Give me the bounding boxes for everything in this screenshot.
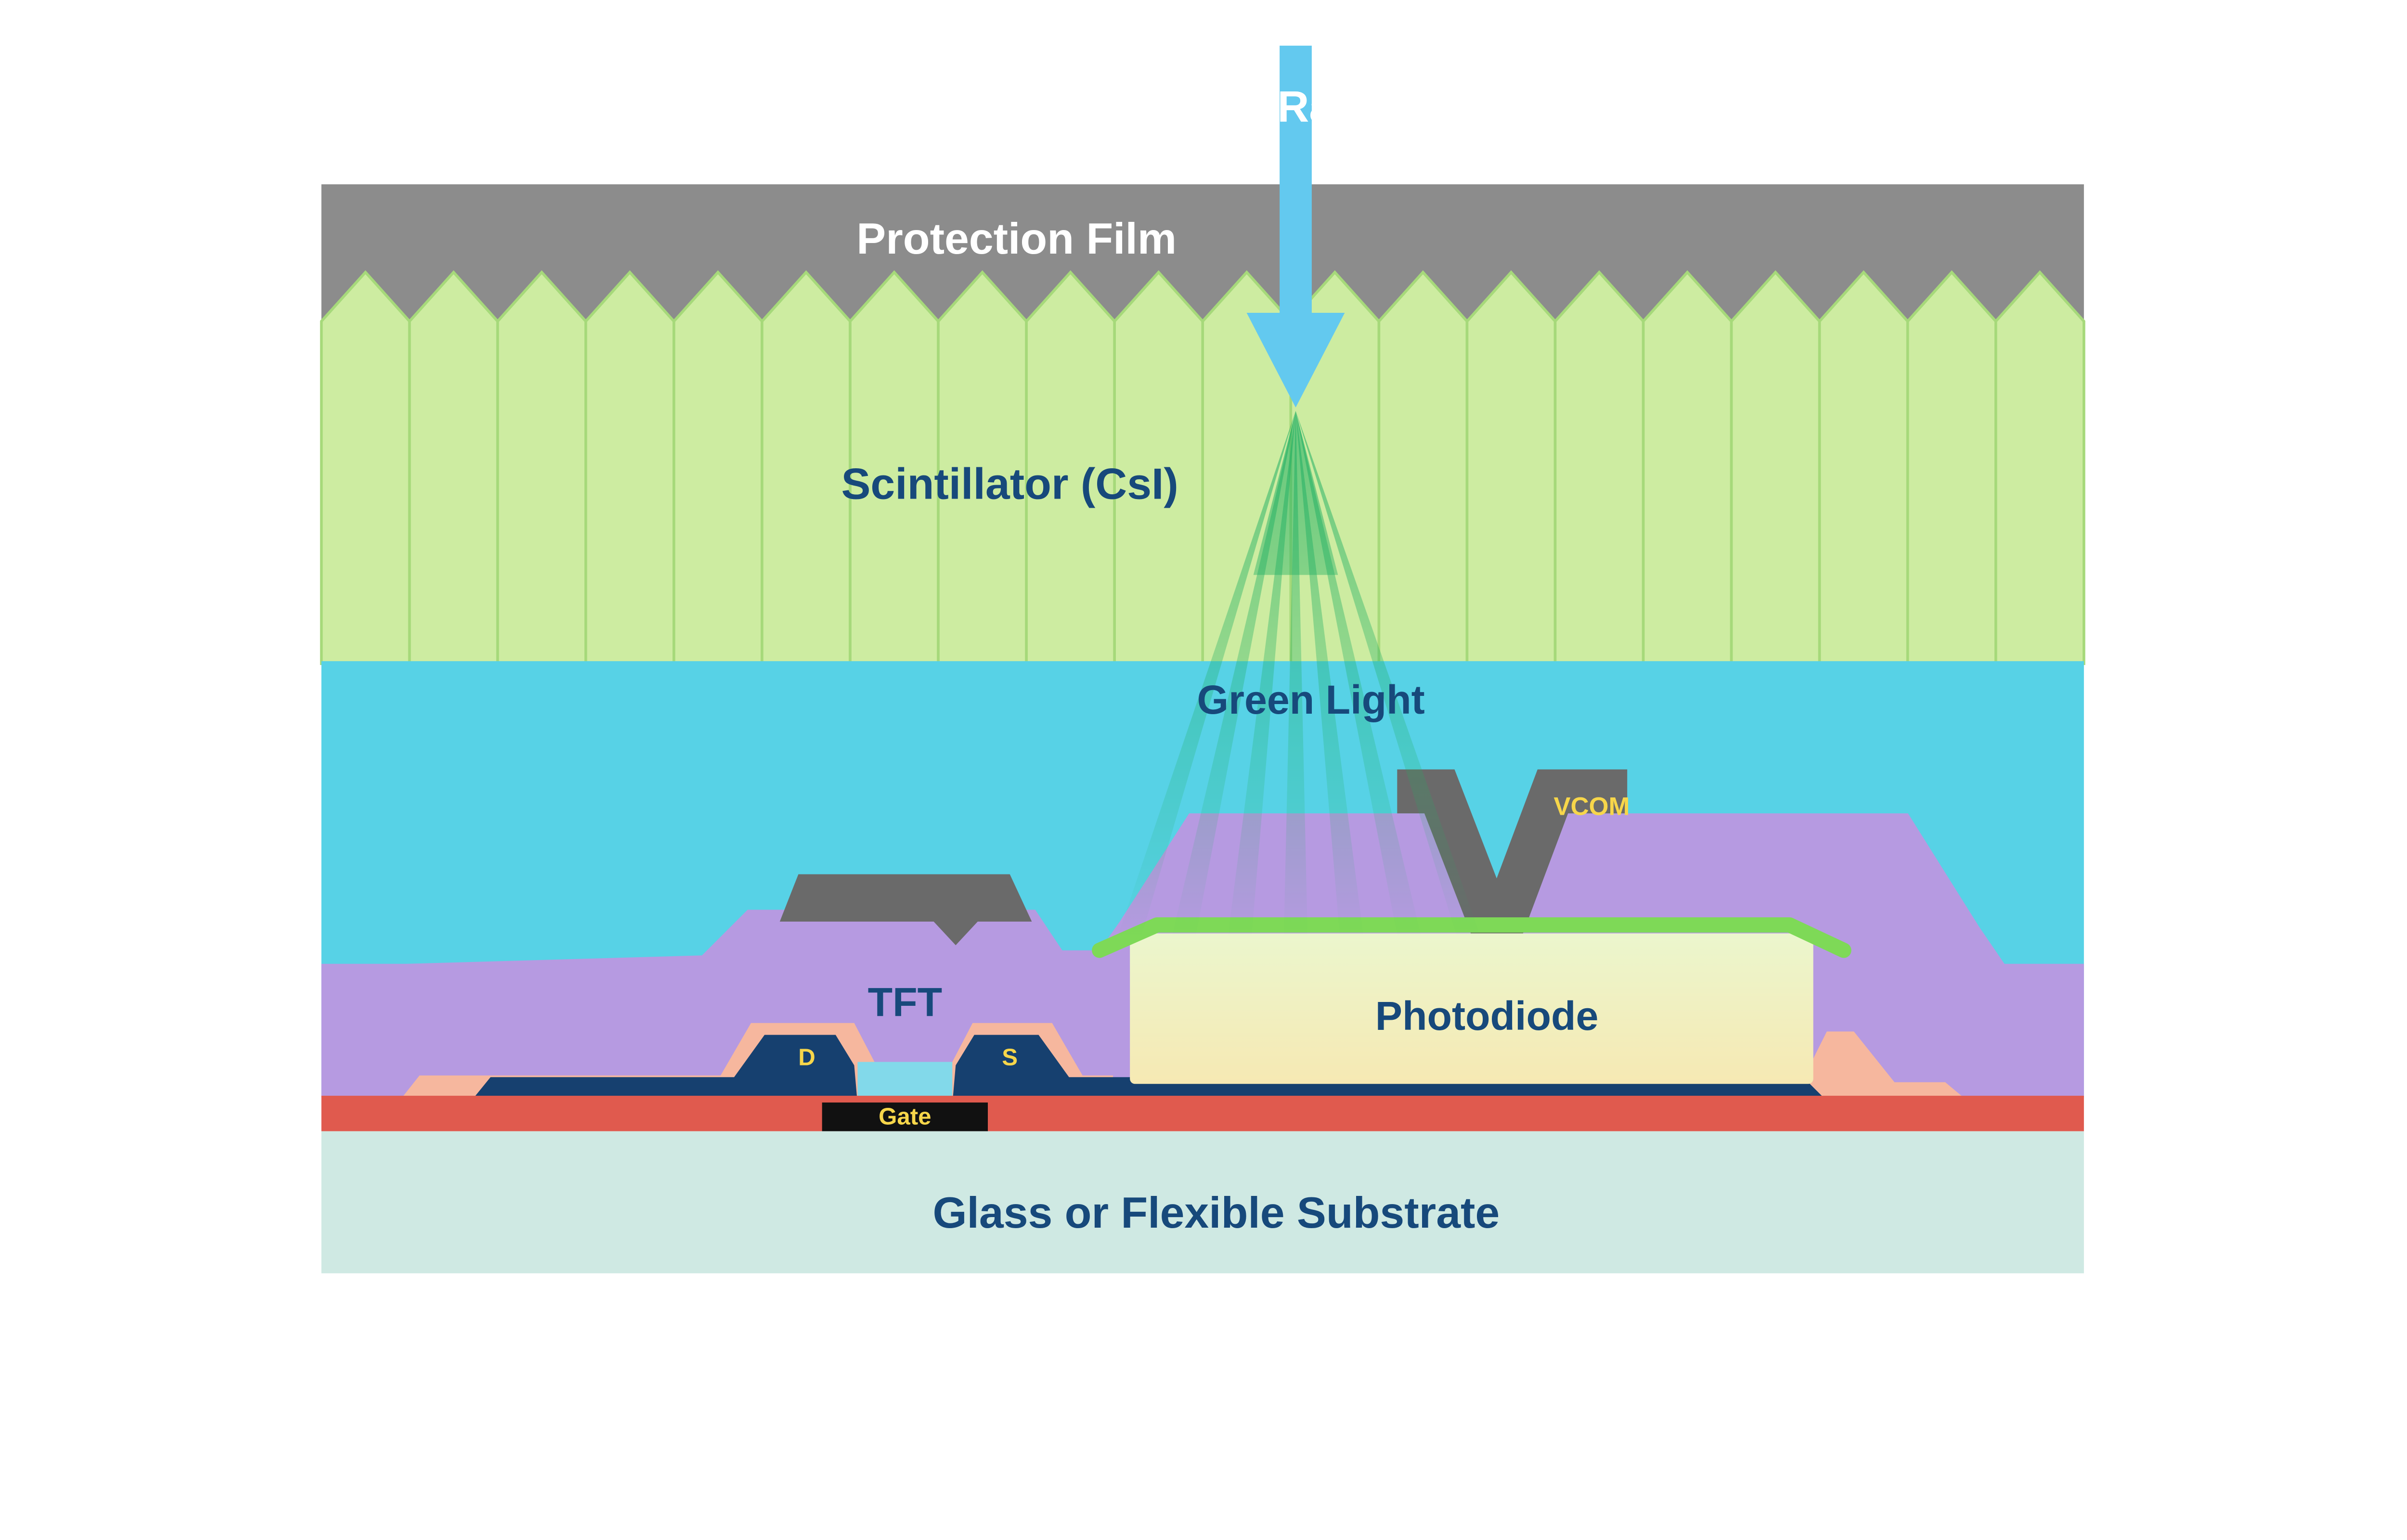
scintillator-column (320, 270, 411, 665)
substrate-layer (321, 1131, 2084, 1273)
protection-film-label: Protection Film (856, 214, 1177, 263)
scintillator-label: Scintillator (CsI) (841, 460, 1178, 509)
green-light-ray (1295, 411, 1480, 936)
diagram-canvas: X-Ray Protection Film Scintillator (CsI)… (320, 45, 2085, 1273)
scintillator-column (584, 270, 675, 665)
scintillator-column (496, 270, 587, 665)
left-electrode (779, 874, 1032, 946)
vcom-label: VCOM (1553, 793, 1630, 821)
xray-detector-cross-section-diagram: X-Ray Protection Film Scintillator (CsI)… (320, 45, 2085, 1273)
green-light-label: Green Light (1197, 677, 1425, 722)
scintillator-column (1377, 270, 1469, 665)
scintillator-column (1465, 270, 1557, 665)
scintillator-column (408, 270, 499, 665)
scintillator-column (1553, 270, 1645, 665)
green-light-rays (1118, 411, 1480, 936)
scintillator-layer (320, 270, 2085, 665)
tft-label: TFT (868, 980, 943, 1025)
photodiode-label: Photodiode (1375, 993, 1599, 1039)
green-light-core (1253, 411, 1338, 575)
drain-label: D (798, 1044, 815, 1071)
drain-metal (468, 1035, 858, 1104)
scintillator-column (1730, 270, 1821, 665)
scintillator-column (761, 270, 852, 665)
substrate-label: Glass or Flexible Substrate (932, 1188, 1500, 1237)
scintillator-column (1818, 270, 1909, 665)
xray-label: X-Ray (1233, 82, 1358, 131)
red-layer (321, 1095, 2084, 1131)
green-light-ray (1283, 411, 1308, 936)
scintillator-column (1642, 270, 1733, 665)
scintillator-column (1906, 270, 1997, 665)
xray-arrow-icon (1246, 45, 1345, 408)
gate-label: Gate (879, 1104, 931, 1130)
protection-film-layer (321, 184, 2084, 322)
scintillator-column (673, 270, 764, 665)
scintillator-column (1994, 270, 2085, 665)
green-light-ray (1118, 411, 1296, 936)
source-metal (952, 1035, 1830, 1104)
source-label: S (1002, 1044, 1018, 1071)
photodiode-body (1130, 933, 1813, 1084)
gate-electrode (822, 1102, 988, 1131)
